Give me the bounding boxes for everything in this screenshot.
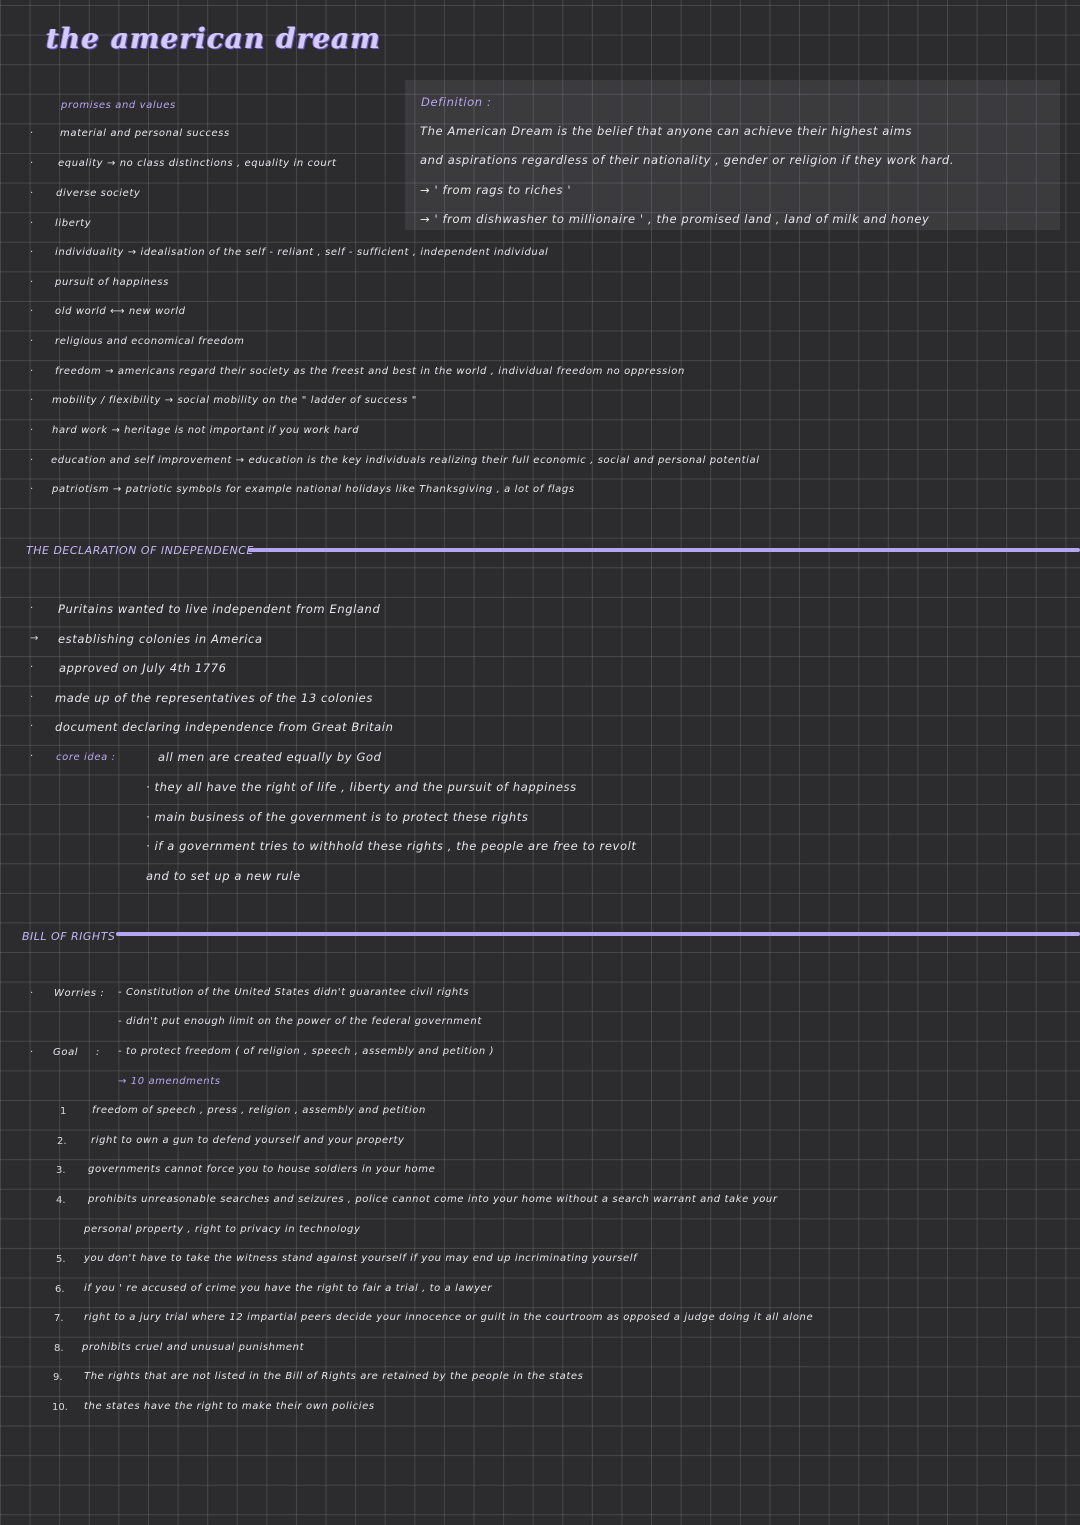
promise-item: mobility / flexibility → social mobility… [52, 395, 417, 406]
definition-label: Definition : [421, 95, 492, 109]
core-idea-label: core idea : [56, 752, 116, 763]
bullet-icon: · [30, 306, 34, 317]
section-divider [116, 932, 1080, 936]
bullet-icon: · [30, 1047, 34, 1058]
amendment-number: 8. [54, 1343, 64, 1354]
promise-item: equality → no class distinctions , equal… [58, 158, 337, 169]
bullet-icon: · [30, 425, 34, 436]
promise-item: individuality → idealisation of the self… [55, 247, 549, 258]
promise-item: old world ⟷ new world [55, 306, 186, 317]
section-divider [248, 548, 1080, 552]
core-idea-item: and to set up a new rule [146, 869, 301, 883]
amendment-text: freedom of speech , press , religion , a… [92, 1105, 426, 1116]
promise-item: education and self improvement → educati… [51, 455, 760, 466]
definition-line-1: The American Dream is the belief that an… [420, 124, 913, 138]
bullet-icon: · [30, 662, 34, 673]
bullet-icon: · [30, 721, 34, 732]
bullet-icon: · [30, 603, 34, 614]
declaration-heading: THE DECLARATION OF INDEPENDENCE [26, 544, 254, 557]
amendment-text: you don't have to take the witness stand… [84, 1253, 638, 1264]
declaration-item: approved on July 4th 1776 [59, 661, 227, 675]
amendment-number: 1 [60, 1106, 67, 1117]
amendment-text: the states have the right to make their … [84, 1401, 375, 1412]
promise-item: diverse society [56, 188, 141, 199]
amendment-number: 10. [52, 1402, 68, 1413]
bullet-icon: · [30, 218, 34, 229]
goal-label: Goal [53, 1047, 79, 1058]
bill-heading: BILL OF RIGHTS [22, 930, 116, 943]
definition-line-2: and aspirations regardless of their nati… [420, 153, 955, 167]
worries-label: Worries : [54, 988, 105, 999]
promise-item: material and personal success [60, 128, 230, 139]
core-idea-item: · if a government tries to withhold thes… [146, 839, 637, 853]
amendment-text: governments cannot force you to house so… [88, 1164, 436, 1175]
promise-item: liberty [55, 218, 92, 229]
bullet-icon: · [30, 128, 34, 139]
worry-item: - didn't put enough limit on the power o… [118, 1016, 482, 1027]
bullet-icon: · [30, 336, 34, 347]
definition-box [405, 80, 1060, 230]
promise-item: hard work → heritage is not important if… [52, 425, 360, 436]
amendment-number: 4. [56, 1195, 66, 1206]
bullet-icon: · [30, 158, 34, 169]
amendment-number: 9. [53, 1372, 63, 1383]
definition-line-4: → ' from dishwasher to millionaire ' , t… [420, 212, 930, 226]
amendments-label: → 10 amendments [118, 1076, 221, 1087]
bullet-icon: · [30, 188, 34, 199]
amendment-text: prohibits cruel and unusual punishment [82, 1342, 305, 1353]
promise-item: pursuit of happiness [55, 277, 169, 288]
amendment-number: 5. [56, 1254, 66, 1265]
goal-colon: : [96, 1047, 100, 1058]
amendment-text: prohibits unreasonable searches and seiz… [88, 1194, 778, 1205]
amendment-number: 2. [57, 1136, 67, 1147]
bullet-icon: · [30, 395, 34, 406]
bullet-icon: · [30, 277, 34, 288]
arrow-icon: → [30, 633, 39, 644]
amendment-number: 6. [55, 1284, 65, 1295]
worry-item: - Constitution of the United States didn… [118, 987, 470, 998]
definition-line-3: → ' from rags to riches ' [420, 183, 572, 197]
declaration-item: establishing colonies in America [58, 632, 263, 646]
bullet-icon: · [30, 692, 34, 703]
promise-item: patriotism → patriotic symbols for examp… [52, 484, 575, 495]
bullet-icon: · [30, 247, 34, 258]
core-idea-item: · main business of the government is to … [146, 810, 529, 824]
bullet-icon: · [30, 751, 34, 762]
bullet-icon: · [30, 455, 34, 466]
core-idea-item: all men are created equally by God [158, 750, 382, 764]
amendment-text: personal property , right to privacy in … [84, 1224, 361, 1235]
promise-item: freedom → americans regard their society… [55, 366, 685, 377]
amendment-text: right to own a gun to defend yourself an… [91, 1135, 405, 1146]
declaration-item: Puritains wanted to live independent fro… [58, 602, 381, 616]
bullet-icon: · [30, 484, 34, 495]
declaration-item: made up of the representatives of the 13… [55, 691, 373, 705]
amendment-text: if you ' re accused of crime you have th… [84, 1283, 493, 1294]
declaration-item: document declaring independence from Gre… [55, 720, 394, 734]
amendment-number: 3. [56, 1165, 66, 1176]
promises-heading: promises and values [61, 100, 176, 111]
page-title: the american dream [46, 22, 382, 55]
goal-text: - to protect freedom ( of religion , spe… [118, 1046, 495, 1057]
bullet-icon: · [30, 366, 34, 377]
amendment-text: right to a jury trial where 12 impartial… [84, 1312, 814, 1323]
core-idea-item: · they all have the right of life , libe… [146, 780, 577, 794]
promise-item: religious and economical freedom [55, 336, 245, 347]
amendment-number: 7. [54, 1313, 64, 1324]
bullet-icon: · [30, 988, 34, 999]
amendment-text: The rights that are not listed in the Bi… [84, 1371, 584, 1382]
